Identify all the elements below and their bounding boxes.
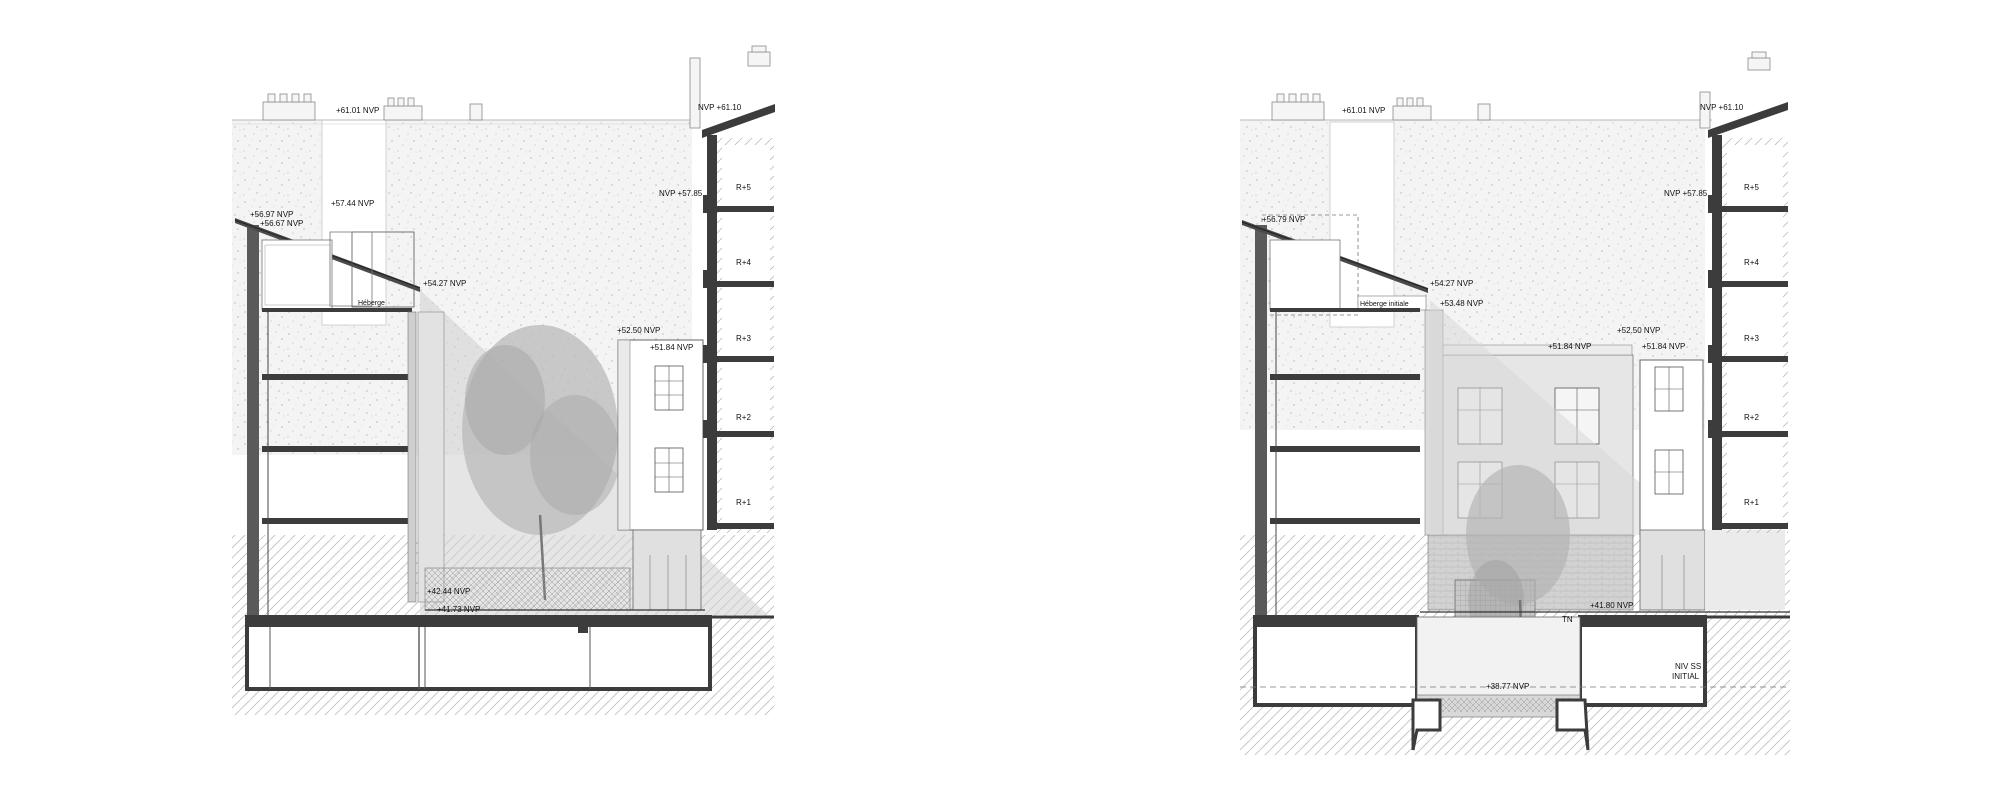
level-roof-edge2: +53.48 NVP (1440, 299, 1483, 308)
floor-r3-right: R+3 (1744, 334, 1759, 343)
level-court2: +41.73 NVP (437, 605, 480, 614)
level-right-mid: NVP +57.85 (659, 189, 703, 198)
level-top: +61.01 NVP (336, 106, 379, 115)
niv-ss-label: NIV SS (1675, 662, 1701, 671)
chimneys (1271, 51, 1771, 129)
floor-r4-right: R+4 (1744, 258, 1759, 267)
level-annex-top: +52.50 NVP (617, 326, 660, 335)
level-roof-edge: +54.27 NVP (1430, 279, 1473, 288)
floor-r2-left: R+2 (736, 413, 751, 422)
level-court: +41.80 NVP (1590, 601, 1633, 610)
level-eave: +56.79 NVP (1262, 215, 1305, 224)
heberge-initiale-label: Héberge initiale (1360, 301, 1409, 308)
level-right-top: NVP +61.10 (1700, 103, 1744, 112)
level-right-mid: NVP +57.85 (1664, 189, 1708, 198)
level-new-roof: +51.84 NVP (1548, 342, 1591, 351)
chimneys (262, 45, 771, 129)
left-building (1241, 220, 1429, 705)
background-facade-gap (321, 119, 387, 326)
background-facade-gap (1329, 121, 1395, 328)
level-annex-top: +52.50 NVP (1617, 326, 1660, 335)
level-eave2: +56.67 NVP (260, 219, 303, 228)
right-building (1708, 102, 1788, 533)
heberge-label: Héberge (358, 300, 385, 307)
niv-ss-initial-label: INITIAL (1672, 672, 1700, 681)
level-eave1: +56.97 NVP (250, 210, 293, 219)
level-court1: +42.44 NVP (427, 587, 470, 596)
courtyard-fence (424, 567, 631, 611)
annex-building (617, 339, 704, 611)
basement (245, 615, 774, 691)
level-annex-roof: +51.84 NVP (650, 343, 693, 352)
heberge-box (329, 231, 373, 307)
level-basement: +38.77 NVP (1486, 682, 1529, 691)
level-roof-edge: +54.27 NVP (423, 279, 466, 288)
level-annex-roof: +51.84 NVP (1642, 342, 1685, 351)
level-ridge: +57.44 NVP (331, 199, 374, 208)
level-tn: TN (1562, 615, 1573, 624)
floor-r5-right: R+5 (1744, 183, 1759, 192)
tree (462, 325, 620, 601)
level-top: +61.01 NVP (1342, 106, 1385, 115)
floor-r3-left: R+3 (736, 334, 751, 343)
level-right-top: NVP +61.10 (698, 103, 742, 112)
right-building (702, 104, 775, 533)
left-building (234, 218, 445, 685)
section-proposed: +61.01 NVP NVP +61.10 NVP +57.85 +56.79 … (1240, 51, 1790, 755)
floor-r4-left: R+4 (736, 258, 751, 267)
annex-building (1639, 359, 1785, 611)
section-existing: +61.01 NVP NVP +61.10 NVP +57.85 +57.44 … (232, 45, 775, 715)
floor-r5-left: R+5 (736, 183, 751, 192)
floor-r1-left: R+1 (736, 498, 751, 507)
floor-r1-right: R+1 (1744, 498, 1759, 507)
floor-r2-right: R+2 (1744, 413, 1759, 422)
basement (1240, 615, 1790, 751)
